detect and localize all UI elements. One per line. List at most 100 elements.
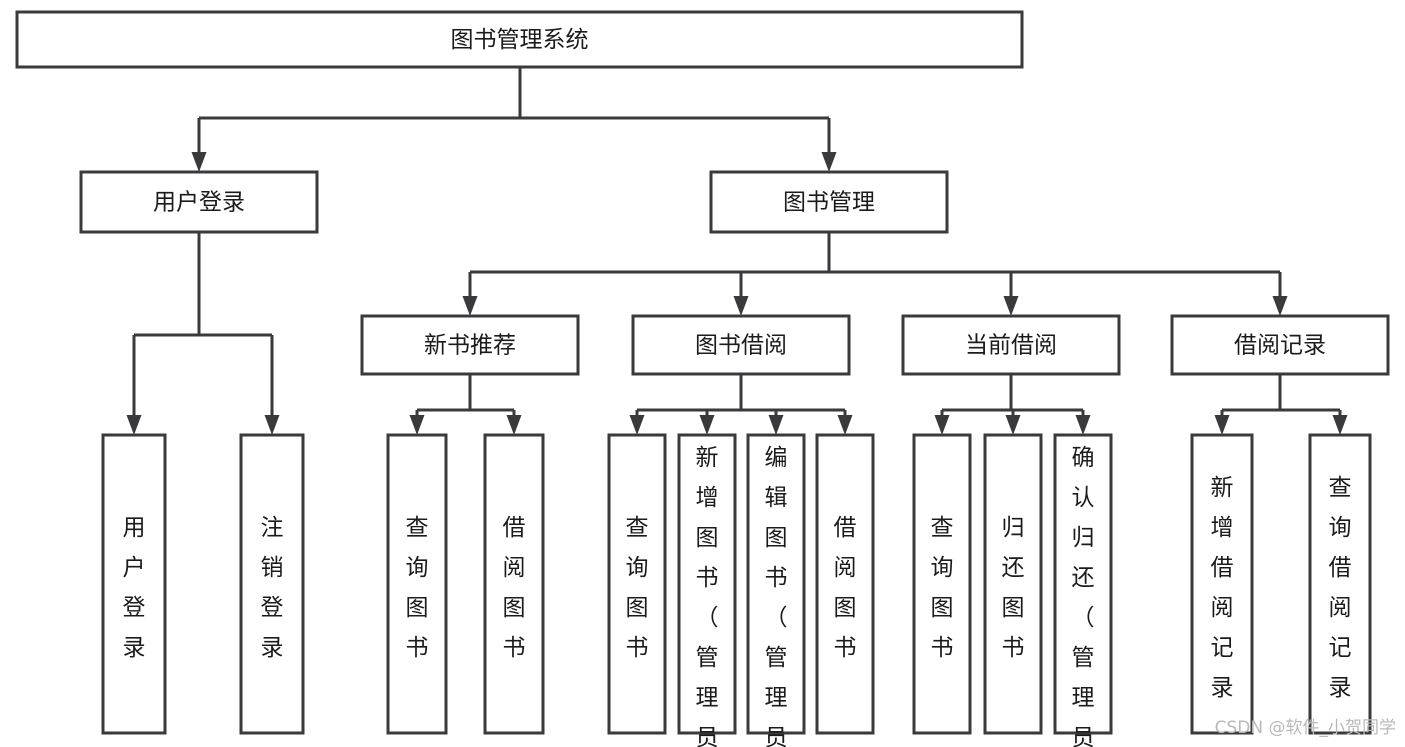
node-leaf-query-record[interactable]: 查询借阅记录 <box>1308 433 1372 735</box>
node-label: 新增图书（管理员） <box>696 445 719 747</box>
node-book-borrow[interactable]: 图书借阅 <box>631 314 851 376</box>
node-label: 新书推荐 <box>424 333 516 359</box>
node-borrow-record[interactable]: 借阅记录 <box>1170 314 1390 376</box>
node-label: 用户登录 <box>153 190 245 216</box>
node-box[interactable] <box>1053 433 1113 735</box>
node-label: 当前借阅 <box>965 333 1057 359</box>
node-label: 借阅图书 <box>834 515 857 661</box>
arrowhead-down-icon <box>629 415 645 435</box>
edge-bb-to-leaf4 <box>837 410 853 435</box>
node-box[interactable] <box>677 433 737 735</box>
edges-layer <box>126 67 1348 435</box>
edge-br-to-leaf2 <box>1332 410 1348 435</box>
edge-cb-to-leaf2 <box>1005 410 1021 435</box>
arrowhead-down-icon <box>934 415 950 435</box>
edge-user-login-to-leaf1 <box>126 335 142 435</box>
node-label: 借阅图书 <box>503 515 526 661</box>
node-label: 图书借阅 <box>695 333 787 359</box>
edge-bm-to-current-borrow <box>1003 272 1019 316</box>
node-leaf-borrow-book-2[interactable]: 借阅图书 <box>815 433 875 735</box>
nodes-layer: 图书管理系统用户登录图书管理新书推荐图书借阅当前借阅借阅记录用户登录注销登录查询… <box>15 10 1390 747</box>
arrowhead-down-icon <box>821 152 837 172</box>
node-label: 注销登录 <box>261 515 284 661</box>
arrowhead-down-icon <box>126 415 142 435</box>
arrowhead-down-icon <box>1075 415 1091 435</box>
node-box[interactable] <box>1190 433 1254 735</box>
arrowhead-down-icon <box>191 152 207 172</box>
edge-bb-to-leaf1 <box>629 410 645 435</box>
node-box[interactable] <box>101 433 167 735</box>
arrowhead-down-icon <box>1272 296 1288 316</box>
edge-bb-to-leaf2 <box>699 410 715 435</box>
node-box[interactable] <box>709 170 949 234</box>
node-box[interactable] <box>901 314 1121 376</box>
node-leaf-add-record[interactable]: 新增借阅记录 <box>1190 433 1254 735</box>
node-box[interactable] <box>1308 433 1372 735</box>
node-label: 编辑图书（管理员） <box>765 445 788 747</box>
node-box[interactable] <box>15 10 1024 69</box>
arrowhead-down-icon <box>1005 415 1021 435</box>
edge-bm-to-new-book-rec <box>462 272 478 316</box>
node-label: 归还图书 <box>1002 515 1025 661</box>
node-box[interactable] <box>607 433 667 735</box>
node-label: 查询借阅记录 <box>1329 475 1352 701</box>
arrowhead-down-icon <box>837 415 853 435</box>
arrowhead-down-icon <box>506 415 522 435</box>
arrowhead-down-icon <box>1332 415 1348 435</box>
node-box[interactable] <box>360 314 580 376</box>
edge-br-to-leaf1 <box>1214 410 1230 435</box>
node-user-login[interactable]: 用户登录 <box>79 170 319 234</box>
node-label: 图书管理 <box>783 190 875 216</box>
node-leaf-query-book-3[interactable]: 查询图书 <box>912 433 972 735</box>
csdn-watermark: CSDN @软件_小贺同学 <box>1215 718 1396 738</box>
node-leaf-borrow-book-1[interactable]: 借阅图书 <box>483 433 545 735</box>
node-label: 新增借阅记录 <box>1211 475 1234 701</box>
node-box[interactable] <box>912 433 972 735</box>
node-box[interactable] <box>483 433 545 735</box>
edge-user-login-to-leaf2 <box>264 335 280 435</box>
node-leaf-logout[interactable]: 注销登录 <box>239 433 305 735</box>
edge-root-to-book-manage <box>821 118 837 172</box>
edge-cb-to-leaf3 <box>1075 410 1091 435</box>
node-box[interactable] <box>983 433 1043 735</box>
node-new-book-rec[interactable]: 新书推荐 <box>360 314 580 376</box>
node-label: 查询图书 <box>626 515 649 661</box>
node-label: 查询图书 <box>406 515 429 661</box>
arrowhead-down-icon <box>1003 296 1019 316</box>
node-leaf-confirm-return[interactable]: 确认归还（管理员） <box>1053 433 1113 747</box>
node-leaf-query-book-2[interactable]: 查询图书 <box>607 433 667 735</box>
node-current-borrow[interactable]: 当前借阅 <box>901 314 1121 376</box>
node-box[interactable] <box>631 314 851 376</box>
node-box[interactable] <box>79 170 319 234</box>
node-box[interactable] <box>815 433 875 735</box>
arrowhead-down-icon <box>733 296 749 316</box>
node-leaf-return-book[interactable]: 归还图书 <box>983 433 1043 735</box>
node-leaf-edit-book[interactable]: 编辑图书（管理员） <box>746 433 806 747</box>
arrowhead-down-icon <box>462 296 478 316</box>
node-box[interactable] <box>1170 314 1390 376</box>
arrowhead-down-icon <box>1214 415 1230 435</box>
edge-root-to-user-login <box>191 118 207 172</box>
arrowhead-down-icon <box>409 415 425 435</box>
edge-bb-to-leaf3 <box>768 410 784 435</box>
node-box[interactable] <box>746 433 806 735</box>
node-label: 图书管理系统 <box>451 27 589 53</box>
node-label: 确认归还（管理员） <box>1072 445 1095 747</box>
node-leaf-user-login[interactable]: 用户登录 <box>101 433 167 735</box>
edge-cb-to-leaf1 <box>934 410 950 435</box>
node-label: 查询图书 <box>931 515 954 661</box>
edge-bm-to-borrow-record <box>1272 272 1288 316</box>
node-label: 用户登录 <box>123 515 146 661</box>
node-book-manage[interactable]: 图书管理 <box>709 170 949 234</box>
arrowhead-down-icon <box>768 415 784 435</box>
node-box[interactable] <box>386 433 448 735</box>
node-leaf-add-book[interactable]: 新增图书（管理员） <box>677 433 737 747</box>
node-label: 借阅记录 <box>1234 333 1326 359</box>
node-root[interactable]: 图书管理系统 <box>15 10 1024 69</box>
node-box[interactable] <box>239 433 305 735</box>
arrowhead-down-icon <box>699 415 715 435</box>
node-leaf-query-book-1[interactable]: 查询图书 <box>386 433 448 735</box>
edge-nbr-to-leaf2 <box>506 410 522 435</box>
